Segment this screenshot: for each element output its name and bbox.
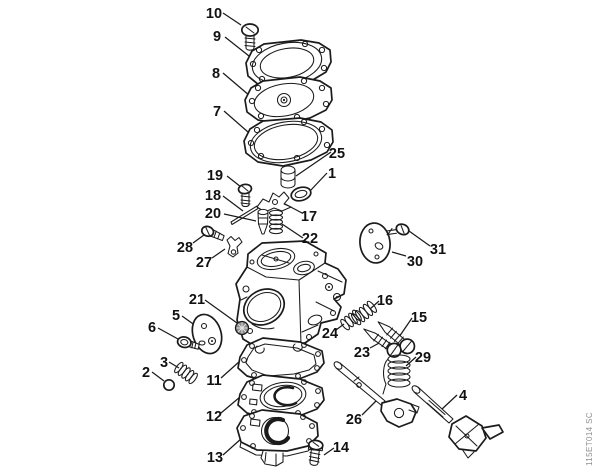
callout-label-20: 20 <box>205 206 221 222</box>
part-20-inlet-needle <box>257 208 269 235</box>
part-31-screw <box>385 223 410 236</box>
part-19-screw <box>237 183 253 208</box>
leader-line-21 <box>204 299 238 324</box>
part-30-disc <box>359 222 391 264</box>
callout-label-8: 8 <box>212 66 220 82</box>
leader-line-26 <box>361 400 377 416</box>
part-25-plug <box>280 165 296 189</box>
callout-label-23: 23 <box>354 345 370 361</box>
part-28-screw <box>200 225 225 241</box>
part-2-ball <box>162 378 176 392</box>
leader-line-31 <box>408 230 431 247</box>
leader-line-27 <box>211 248 226 259</box>
callout-label-31: 31 <box>430 242 446 258</box>
callout-label-19: 19 <box>207 168 223 184</box>
callout-label-25: 25 <box>329 146 345 162</box>
callout-label-18: 18 <box>205 188 221 204</box>
callout-label-11: 11 <box>206 373 221 389</box>
part-17-metering-lever <box>256 191 292 213</box>
callout-label-21: 21 <box>189 292 205 308</box>
part-3-spring <box>174 361 198 385</box>
callout-label-22: 22 <box>302 231 318 247</box>
part-13-end-cover <box>236 409 319 467</box>
leader-line-10 <box>222 12 242 26</box>
callout-label-26: 26 <box>346 412 362 428</box>
callout-label-16: 16 <box>377 293 393 309</box>
callout-label-30: 30 <box>407 254 423 270</box>
callout-label-28: 28 <box>177 240 193 256</box>
callout-label-17: 17 <box>301 209 317 225</box>
leader-line-8 <box>222 72 251 97</box>
part-15-adjusting-screw <box>377 321 416 355</box>
callout-label-27: 27 <box>196 255 212 271</box>
callout-label-15: 15 <box>411 310 427 326</box>
leader-line-15 <box>398 317 413 338</box>
callout-label-1: 1 <box>328 166 336 182</box>
leader-line-25 <box>295 151 332 177</box>
part-8-diaphragm <box>244 76 333 125</box>
leader-line-4 <box>440 394 458 411</box>
leader-line-7 <box>223 110 249 133</box>
leader-line-11 <box>220 360 241 379</box>
part-24-spring <box>340 309 362 331</box>
carburetor-body <box>235 240 347 351</box>
leader-line-29 <box>405 356 417 367</box>
leader-line-14 <box>323 447 335 456</box>
callout-labels: 1 2 3 4 5 6 7 8 9 10 11 12 13 14 15 16 1… <box>142 6 467 466</box>
callout-label-13: 13 <box>207 450 223 466</box>
leader-line-12 <box>220 396 241 414</box>
callout-label-9: 9 <box>213 29 221 45</box>
leader-line-28 <box>192 234 205 244</box>
part-22-spring <box>268 209 284 235</box>
leader-line-13 <box>222 437 243 456</box>
part-14-cover-screw <box>307 439 324 466</box>
leader-line-3 <box>168 361 180 369</box>
leader-line-16 <box>369 300 380 310</box>
callout-label-4: 4 <box>459 388 467 404</box>
part-5-disc <box>191 313 223 355</box>
callout-label-2: 2 <box>142 365 150 381</box>
leader-line-30 <box>391 251 407 257</box>
leader-line-19 <box>226 175 242 188</box>
callout-label-24: 24 <box>322 326 338 342</box>
leader-line-1 <box>309 172 328 192</box>
callout-label-7: 7 <box>213 104 221 120</box>
part-26-choke-shaft <box>333 361 420 428</box>
callout-label-6: 6 <box>148 320 156 336</box>
leader-lines <box>151 12 458 456</box>
leader-line-2 <box>151 371 165 382</box>
leader-line-22 <box>281 223 304 239</box>
part-7-gasket <box>243 117 334 167</box>
part-18-lever-pin <box>230 205 259 226</box>
part-27-clip <box>226 235 243 258</box>
leader-line-20 <box>223 213 257 222</box>
part-29-spring <box>382 354 411 395</box>
leader-line-6 <box>157 327 179 340</box>
callout-label-12: 12 <box>206 409 222 425</box>
part-4-throttle-shaft <box>411 385 504 459</box>
part-1-seal-ring <box>290 186 312 202</box>
part-21-inlet-screen <box>234 320 250 336</box>
part-11-pump-gasket <box>237 337 325 383</box>
callout-label-10: 10 <box>206 6 222 22</box>
callout-label-29: 29 <box>415 350 431 366</box>
part-16-spring <box>350 300 378 326</box>
figure-code-watermark: 115ET014 SC <box>585 412 594 466</box>
leader-line-9 <box>224 36 250 57</box>
part-6-screw <box>176 336 200 350</box>
part-23-adjusting-screw <box>363 328 402 358</box>
callout-label-5: 5 <box>172 308 180 324</box>
part-10-cover-screw <box>240 23 260 51</box>
callout-label-3: 3 <box>160 355 168 371</box>
leader-line-18 <box>222 195 244 212</box>
callout-label-14: 14 <box>333 440 349 456</box>
